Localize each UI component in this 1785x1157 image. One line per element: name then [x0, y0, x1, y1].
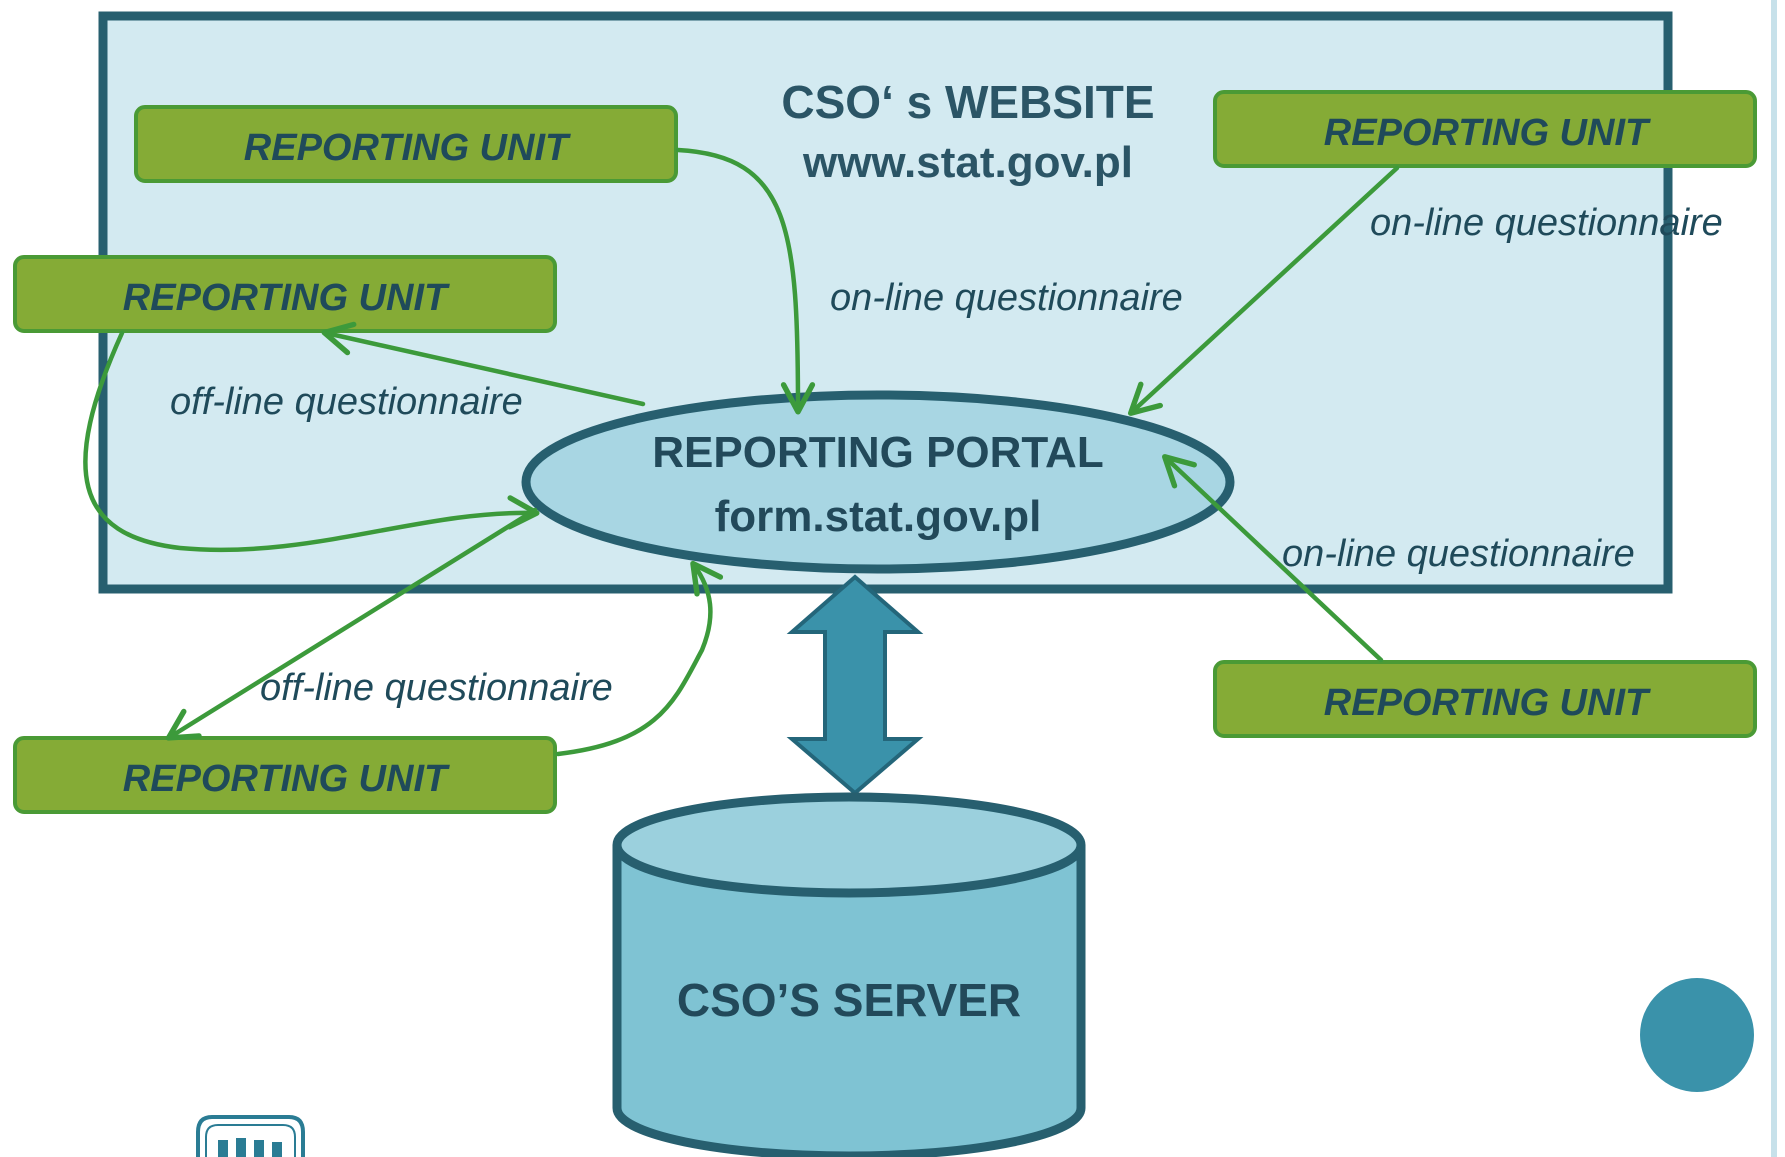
reporting-unit-label: REPORTING UNIT: [244, 127, 571, 169]
reporting-unit-top-left: REPORTING UNIT: [134, 105, 678, 183]
accent-circle: [1640, 978, 1754, 1092]
reporting-unit-mid-left: REPORTING UNIT: [13, 255, 557, 333]
flow-arrow-offline-download-bottom-left: [165, 507, 538, 741]
flow-arrow-offline-return-bottom-left: [555, 560, 724, 757]
portal-url: form.stat.gov.pl: [715, 492, 1042, 541]
reporting-unit-bottom-right: REPORTING UNIT: [1213, 660, 1757, 738]
edge-label-offline-bottom-left: off-line questionnaire: [260, 667, 613, 709]
reporting-unit-label: REPORTING UNIT: [1324, 682, 1651, 724]
flow-arrow-offline-return-mid-left: [83, 330, 540, 553]
flow-arrow-offline-download: [321, 321, 646, 407]
server-label: CSO’S SERVER: [677, 974, 1021, 1026]
reporting-unit-label: REPORTING UNIT: [123, 277, 450, 319]
reporting-portal: [521, 390, 1235, 574]
portal-title: REPORTING PORTAL: [652, 428, 1103, 477]
reporting-unit-label: REPORTING UNIT: [1324, 112, 1651, 154]
portal-server-double-arrow: [786, 574, 924, 796]
flow-arrow-online-bottom-right: [1161, 454, 1384, 663]
website-url: www.stat.gov.pl: [802, 138, 1133, 187]
organization-logo: [196, 1115, 305, 1157]
edge-label-online-top-right: on-line questionnaire: [1370, 202, 1723, 244]
reporting-unit-bottom-left: REPORTING UNIT: [13, 736, 557, 814]
reporting-unit-top-right: REPORTING UNIT: [1213, 90, 1757, 168]
edge-label-online-bottom-right: on-line questionnaire: [1282, 533, 1635, 575]
flow-arrow-online-top-right: [1127, 165, 1400, 416]
edge-label-online-center: on-line questionnaire: [830, 277, 1183, 319]
edge-label-offline-mid-left: off-line questionnaire: [170, 381, 523, 423]
reporting-unit-label: REPORTING UNIT: [123, 758, 450, 800]
flow-arrow-online-top-left: [675, 147, 816, 415]
website-title: CSO‘ s WEBSITE: [781, 76, 1154, 128]
cso-server: [612, 792, 1086, 1157]
